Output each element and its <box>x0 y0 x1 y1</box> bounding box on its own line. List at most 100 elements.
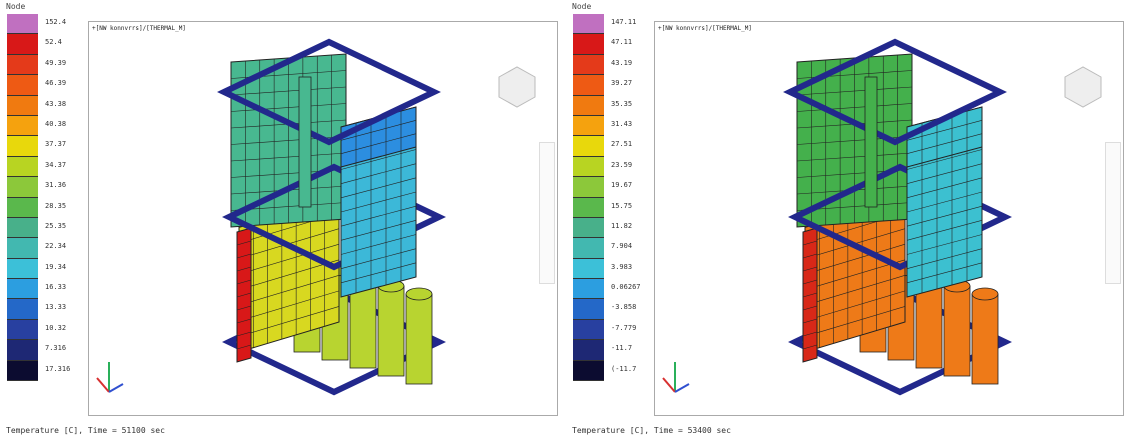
legend-swatch <box>573 95 604 116</box>
mesh-line <box>236 240 252 246</box>
legend-swatch <box>573 299 604 320</box>
view-cube-icon <box>498 66 536 108</box>
legend-row: 31.36 <box>7 177 87 198</box>
mesh-line <box>804 290 906 322</box>
legend-row: 35.35 <box>573 95 653 116</box>
legend-row: -11.7 <box>573 340 653 361</box>
mesh-line <box>238 259 340 291</box>
mesh-line <box>230 152 347 162</box>
battery-cylinder <box>971 293 999 385</box>
legend-swatch <box>7 360 38 382</box>
node-label: Node <box>6 2 26 11</box>
legend-row: -7.779 <box>573 319 653 341</box>
mesh-line <box>906 234 983 255</box>
legend-value: 49.39 <box>45 58 67 67</box>
legend-swatch <box>573 238 604 259</box>
mesh-line <box>802 318 818 324</box>
frame-ring <box>217 38 441 146</box>
legend-row: 37.37 <box>7 136 87 157</box>
legend-swatch <box>573 54 604 76</box>
legend-swatch <box>573 115 604 137</box>
legend-swatch <box>573 34 604 55</box>
legend-value: 43.38 <box>45 99 67 108</box>
model-viewport[interactable]: +[NW konnvrrs]/[THERMAL_M] <box>88 21 558 416</box>
mesh-line <box>802 240 818 246</box>
legend-swatch <box>573 14 604 35</box>
battery-cylinder <box>377 285 405 377</box>
mesh-line <box>804 259 906 291</box>
legend-row: (-11.7 <box>573 360 653 382</box>
legend-row: -3.858 <box>573 299 653 320</box>
legend-swatch <box>573 258 604 280</box>
legend-row: 11.82 <box>573 217 653 239</box>
mesh-line <box>236 266 252 272</box>
legend-row: 13.33 <box>7 299 87 320</box>
legend-value: 27.51 <box>611 140 633 149</box>
legend-value: 152.4 <box>45 18 67 26</box>
mesh-line <box>796 152 913 162</box>
legend-swatch <box>7 34 38 55</box>
legend-row: 43.19 <box>573 54 653 76</box>
status-text: Temperature [C], Time = 51100 sec <box>6 426 165 435</box>
mesh-line <box>804 243 906 275</box>
mesh-line <box>802 292 818 298</box>
legend-value: 11.82 <box>611 221 633 230</box>
legend-value: 34.37 <box>45 160 67 169</box>
legend-row: 52.4 <box>7 34 87 55</box>
legend-swatch <box>7 75 38 96</box>
legend-swatch <box>7 238 38 259</box>
mesh-line <box>906 262 983 284</box>
axis-x <box>662 377 676 393</box>
mesh-line <box>906 163 983 184</box>
mesh-line <box>802 266 818 272</box>
legend-row: 46.39 <box>7 75 87 96</box>
mesh-line <box>906 177 983 199</box>
legend-swatch <box>573 319 604 341</box>
legend-row: 22.34 <box>7 238 87 259</box>
legend-row: 10.32 <box>7 319 87 341</box>
legend-swatch <box>7 197 38 218</box>
legend-value: 13.33 <box>45 303 67 312</box>
viewport-title: +[NW konnvrrs]/[THERMAL_M] <box>658 25 752 32</box>
legend-value: 16.33 <box>45 283 67 292</box>
legend-row: 40.38 <box>7 115 87 137</box>
legend-swatch <box>573 75 604 96</box>
viewport-scrollbar[interactable] <box>539 142 555 284</box>
model-viewport[interactable]: +[NW konnvrrs]/[THERMAL_M] <box>654 21 1124 416</box>
legend-row: 15.75 <box>573 197 653 218</box>
legend-swatch <box>7 319 38 341</box>
temperature-legend: 152.4 52.4 49.39 46.39 43.38 40.38 37.37 34.37 3… <box>7 14 87 382</box>
legend-swatch <box>7 340 38 361</box>
legend-row: 23.59 <box>573 156 653 178</box>
node-label: Node <box>572 2 592 11</box>
legend-value: 31.36 <box>45 181 67 190</box>
legend-value: 37.37 <box>45 140 67 149</box>
legend-row: 43.38 <box>7 95 87 116</box>
mesh-line <box>906 191 983 213</box>
mesh-line <box>796 103 913 112</box>
legend-value: 17.316 <box>45 364 71 373</box>
status-text: Temperature [C], Time = 53400 sec <box>572 426 731 435</box>
legend-swatch <box>7 54 38 76</box>
battery-cap <box>405 287 433 301</box>
mesh-line <box>796 86 913 96</box>
legend-value: 28.35 <box>45 201 67 210</box>
legend-row: 47.11 <box>573 34 653 55</box>
legend-row: 19.34 <box>7 258 87 280</box>
mesh-line <box>236 305 252 311</box>
mesh-line <box>238 243 340 275</box>
legend-value: 52.4 <box>45 38 62 47</box>
legend-row: 25.35 <box>7 217 87 239</box>
mesh-line <box>802 344 818 350</box>
mesh-line <box>238 306 340 337</box>
legend-value: 22.34 <box>45 242 67 251</box>
viewport-scrollbar[interactable] <box>1105 142 1121 284</box>
mesh-line <box>340 220 417 241</box>
legend-value: 23.59 <box>611 160 633 169</box>
mesh-line <box>340 234 417 255</box>
legend-value: 19.67 <box>611 181 633 190</box>
battery-cylinder <box>405 293 433 385</box>
legend-swatch <box>7 95 38 116</box>
pipe <box>864 76 878 208</box>
